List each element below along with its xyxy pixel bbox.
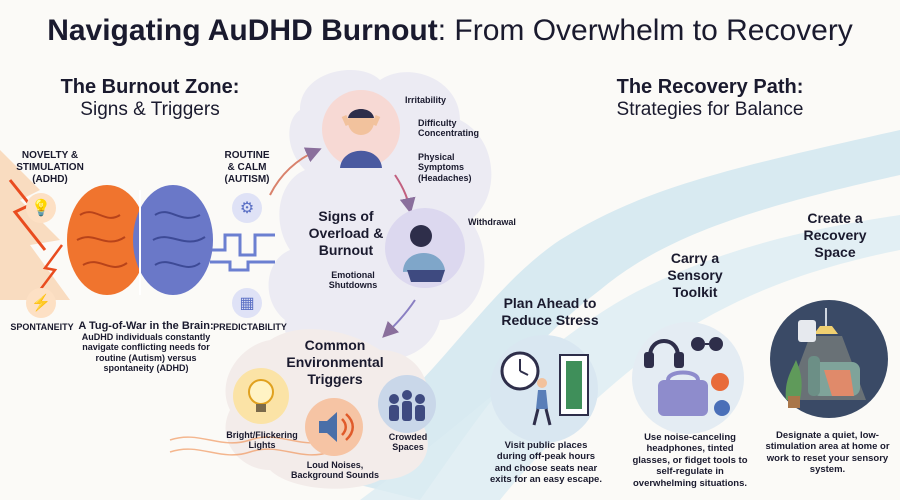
strategy-space-body: Designate a quiet, low-stimulation area … [765,430,890,476]
burnout-subheading: Signs & Triggers [80,99,220,120]
burnout-heading-text: The Burnout Zone: [60,76,240,98]
novelty-label: NOVELTY & STIMULATION (ADHD) [16,150,84,185]
gear-icon: ⚙ [232,193,262,223]
plan-ahead-illustration [490,335,598,443]
tug-of-war-block: A Tug-of-War in the Brain: AuDHD individ… [76,320,216,373]
sign-withdrawal: Withdrawal [468,217,516,227]
recovery-subheading: Strategies for Balance [616,99,804,120]
strategy-toolkit-title: Carry a Sensory Toolkit [667,250,723,300]
speaker-icon [305,398,363,456]
predictability-tag: PREDICTABILITY [213,322,287,332]
sensory-toolkit-illustration [632,322,744,434]
sign-difficulty-concentrating: Difficulty Concentrating [418,118,480,139]
title-bold: Navigating AuDHD Burnout [47,14,438,47]
burnout-zone-heading: The Burnout Zone: Signs & Triggers [40,76,260,121]
trigger-lights: Bright/Flickering Lights [226,430,298,451]
brain-illustration [65,175,215,305]
strategy-plan-title: Plan Ahead to Reduce Stress [501,295,599,328]
crowd-icon [378,375,436,433]
routine-label: ROUTINE & CALM (AUTISM) [224,150,270,185]
tug-title: A Tug-of-War in the Brain: [78,320,214,332]
stressed-person-illustration [322,90,400,168]
title-rest: : From Overwhelm to Recovery [437,14,853,47]
lightbulb-icon: 💡 [26,193,56,223]
signs-overload-heading: Signs of Overload & Burnout [308,208,384,258]
spontaneity-tag: SPONTANEITY [10,322,74,332]
strategy-toolkit-body: Use noise-canceling headphones, tinted g… [632,432,748,489]
sign-irritability: Irritability [405,95,447,105]
calendar-icon: ▦ [232,288,262,318]
trigger-noises: Loud Noises, Background Sounds [290,460,379,481]
lightbulb-trigger-icon [233,368,289,424]
trigger-crowded: Crowded Spaces [388,432,428,453]
sign-emotional-shutdowns: Emotional Shutdowns [328,270,378,291]
triggers-heading: Common Environmental Triggers [286,337,384,387]
strategy-space-title: Create a Recovery Space [803,210,867,260]
page-title: Navigating AuDHD Burnout: From Overwhelm… [0,14,900,48]
sign-physical-symptoms: Physical Symptoms (Headaches) [418,152,472,183]
recovery-path-heading: The Recovery Path: Strategies for Balanc… [590,76,830,121]
recovery-heading-text: The Recovery Path: [616,76,804,98]
withdrawn-person-illustration [385,208,465,288]
recovery-space-illustration [770,300,888,418]
tug-body: AuDHD individuals constantly navigate co… [81,332,211,374]
strategy-plan-body: Visit public places during off-peak hour… [490,440,602,486]
lightning-icon: ⚡ [26,288,56,318]
